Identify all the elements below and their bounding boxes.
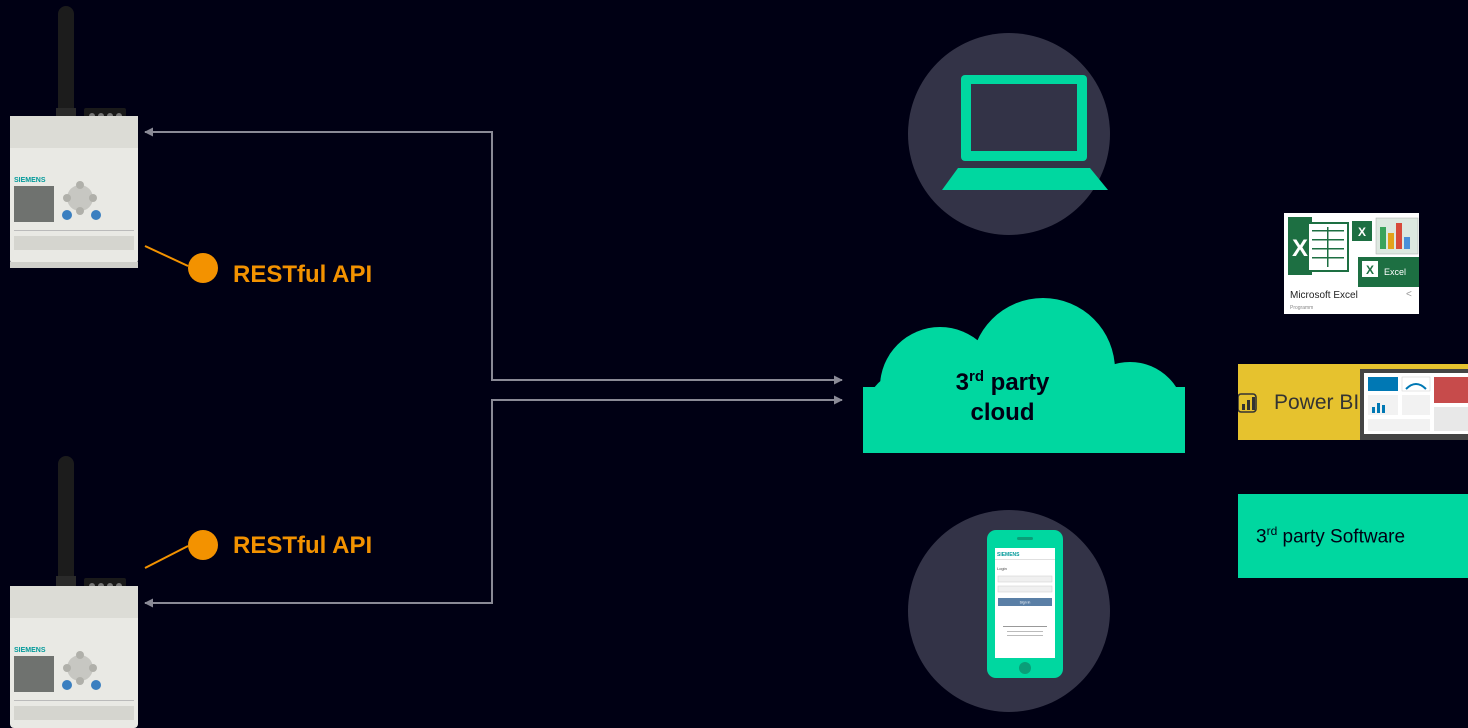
third-party-software-label: 3rd party Software — [1256, 523, 1406, 548]
svg-text:SIEMENS: SIEMENS — [997, 552, 1020, 558]
share-icon: < — [1406, 289, 1412, 300]
svg-text:SIEMENS: SIEMENS — [14, 177, 46, 184]
powerbi-logo-icon — [1238, 393, 1257, 413]
excel-subcaption: Programm — [1290, 305, 1314, 311]
laptop-icon — [942, 75, 1108, 190]
api-dot-bottom — [188, 530, 218, 560]
third-party-software: 3rd party Software — [1238, 494, 1468, 578]
cloud-shape — [863, 298, 1185, 453]
svg-text:Login: Login — [997, 566, 1007, 571]
cloud-label-line1: 3rd party — [955, 368, 1050, 396]
svg-text:X: X — [1292, 235, 1308, 262]
connector-top — [144, 127, 843, 385]
cloud-label-line2: cloud — [970, 399, 1035, 426]
controller-device-icon: SIEMENS — [10, 456, 138, 728]
device-top: SIEMENS — [0, 0, 150, 270]
cloud-label: 3rd party cloud — [905, 362, 1100, 428]
smartphone-icon: SIEMENS Login Sign in — [987, 530, 1063, 678]
powerbi-software: Power BI — [1238, 364, 1468, 440]
callout-line-bottom — [144, 545, 189, 569]
svg-text:SIEMENS: SIEMENS — [14, 647, 46, 654]
svg-text:X: X — [1366, 263, 1374, 277]
connector-bottom — [144, 395, 843, 608]
excel-software: X X X Excel Microsoft Excel Programm < — [1284, 213, 1419, 314]
powerbi-dashboard-screen — [1360, 369, 1468, 440]
svg-text:Sign in: Sign in — [1020, 601, 1031, 605]
excel-caption: Microsoft Excel — [1290, 290, 1358, 301]
powerbi-label: Power BI — [1274, 391, 1360, 414]
callout-line-top — [144, 245, 189, 267]
excel-thumbnail: X X X Excel — [1284, 213, 1419, 288]
controller-device-icon: SIEMENS — [10, 6, 138, 268]
svg-text:X: X — [1358, 225, 1366, 239]
device-bottom: SIEMENS — [0, 450, 150, 728]
svg-text:Excel: Excel — [1384, 267, 1406, 277]
api-label-bottom: RESTful API — [233, 532, 373, 559]
api-label-top: RESTful API — [233, 261, 373, 288]
api-dot-top — [188, 253, 218, 283]
